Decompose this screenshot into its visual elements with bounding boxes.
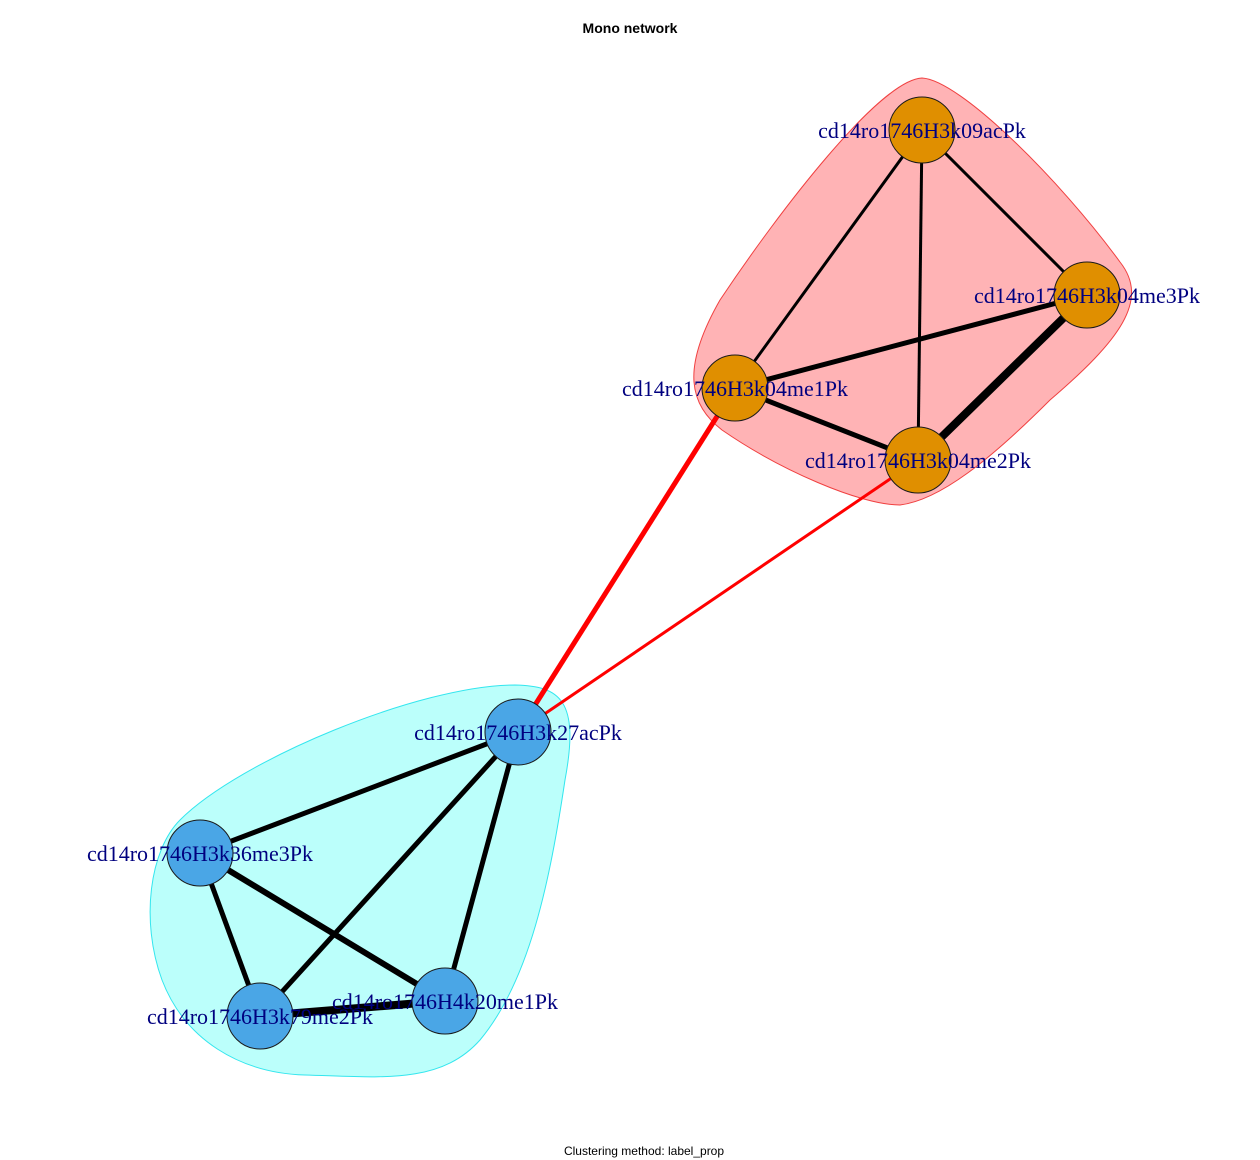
cluster-hulls <box>149 77 1132 1078</box>
labels-layer: cd14ro1746H3k09acPk cd14ro1746H3k04me3Pk c… <box>87 118 1200 1029</box>
edge-H3k36me3-H4k20me1 <box>198 850 447 1004</box>
edge-H3k04me2-H3k27ac <box>517 458 919 734</box>
node-label-H3k04me2: cd14ro1746H3k04me2Pk <box>805 448 1031 473</box>
edge-H3k04me3-H3k04me2 <box>915 292 1090 463</box>
node-label-H3k04me3: cd14ro1746H3k04me3Pk <box>974 283 1200 308</box>
node-label-H3k27ac: cd14ro1746H3k27acPk <box>414 720 622 745</box>
node-label-H3k36me3: cd14ro1746H3k36me3Pk <box>87 841 313 866</box>
edge-H3k09ac-H3k04me1 <box>733 129 924 389</box>
edge-H3k04me1-H3k27ac <box>515 386 738 734</box>
edge-H3k09ac-H3k04me3 <box>920 128 1089 297</box>
node-H3k04me1[interactable] <box>701 354 769 422</box>
edge-H3k04me1-H3k04me3 <box>734 292 1088 391</box>
node-H3k36me3[interactable] <box>166 819 234 887</box>
edge-H3k27ac-H3k79me2 <box>258 730 520 1018</box>
edge-H3k09ac-H3k04me2 <box>916 129 924 461</box>
chart-title: Mono network <box>582 20 678 36</box>
node-H3k27ac[interactable] <box>484 698 552 766</box>
node-label-H3k79me2: cd14ro1746H3k79me2Pk <box>147 1004 373 1029</box>
cluster-1-hull <box>693 77 1132 506</box>
node-H3k79me2[interactable] <box>226 982 294 1050</box>
edge-H3k27ac-H3k36me3 <box>199 729 519 856</box>
node-label-H4k20me1: cd14ro1746H4k20me1Pk <box>332 989 558 1014</box>
node-label-H3k04me1: cd14ro1746H3k04me1Pk <box>622 376 848 401</box>
node-label-H3k09ac: cd14ro1746H3k09acPk <box>818 118 1026 143</box>
node-H3k09ac[interactable] <box>888 96 956 164</box>
edge-H3k27ac-H4k20me1 <box>442 731 521 1002</box>
node-H3k04me3[interactable] <box>1053 261 1121 329</box>
nodes-layer <box>166 96 1121 1050</box>
node-H4k20me1[interactable] <box>411 967 479 1035</box>
node-H3k04me2[interactable] <box>884 426 952 494</box>
edges-layer <box>197 128 1090 1020</box>
clustering-method-caption: Clustering method: label_prop <box>563 1144 725 1158</box>
